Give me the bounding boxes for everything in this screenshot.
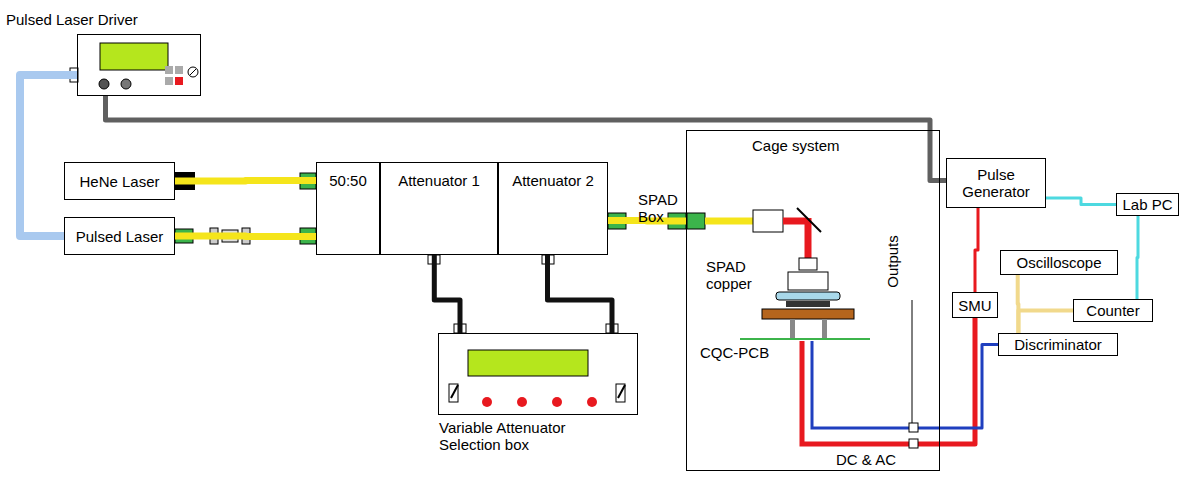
cable-connector <box>175 233 316 240</box>
laser-driver-panel <box>165 77 173 85</box>
signal-label: DC & AC <box>836 451 896 468</box>
node-label: Discriminator <box>1014 336 1102 353</box>
laser-driver: Pulsed Laser Driver <box>77 34 201 96</box>
selection-box-panel <box>482 397 492 407</box>
laser-box: Pulsed Laser <box>64 217 175 255</box>
discriminator-box: Discriminator <box>998 333 1118 356</box>
part-label: SPAD copper <box>706 258 760 292</box>
laser-driver-panel <box>100 43 168 70</box>
cage-system-optics <box>705 208 940 448</box>
splitter-box: 50:50 <box>316 162 380 255</box>
selection-box-panel <box>618 385 625 398</box>
laser-driver-panel <box>70 43 198 89</box>
cable-connector <box>434 255 460 333</box>
part-label: Cage system <box>752 137 840 154</box>
node-label: Attenuator 1 <box>398 172 480 189</box>
cable-connector <box>1137 216 1138 299</box>
cage-system-optics <box>790 319 795 339</box>
laser-driver-panel <box>190 69 196 75</box>
laser-driver-panel <box>121 79 131 89</box>
selection-box-panel <box>451 385 458 398</box>
node-label: Pulsed Laser <box>76 228 164 245</box>
attenuator-box: Attenuator 1 <box>380 162 498 255</box>
selection-box-panel <box>517 397 527 407</box>
cage-system-optics <box>909 439 918 448</box>
selection-box-panel <box>468 350 588 376</box>
cable-connector <box>1046 198 1116 205</box>
selection-box-panel <box>552 397 562 407</box>
cage-system-optics <box>805 218 812 258</box>
cage-system-optics <box>802 341 940 444</box>
laser-driver-panel <box>175 77 183 85</box>
cable-connector <box>1018 311 1073 334</box>
cage-system-optics <box>753 210 783 232</box>
cage-system-optics <box>912 300 913 423</box>
smu-box: SMU <box>952 292 998 318</box>
cable-connector <box>548 255 613 333</box>
cable-connector <box>175 177 316 184</box>
computer-box: Lab PC <box>1116 193 1179 216</box>
node-heading: Variable Attenuator Selection box <box>439 419 609 453</box>
cage-system-optics <box>705 218 753 225</box>
port-label: Outputs <box>884 235 901 288</box>
laser-driver-panel <box>175 66 183 74</box>
spad-box: SPAD Box <box>686 130 940 471</box>
cable-connector <box>940 318 975 444</box>
cable-connector <box>20 75 77 236</box>
node-label: Attenuator 2 <box>512 172 594 189</box>
attenuator-selection-box: Variable Attenuator Selection box <box>438 333 638 415</box>
node-heading: Pulsed Laser Driver <box>6 11 138 28</box>
fiber-connectors <box>687 213 705 229</box>
node-label: Pulse Generator <box>947 166 1045 200</box>
cage-system-optics <box>788 272 828 290</box>
cage-system-optics <box>799 258 817 270</box>
cage-system-optics <box>786 301 830 307</box>
cage-system-optics <box>797 208 821 232</box>
laser-box: HeNe Laser <box>64 162 175 200</box>
pulse-generator: Pulse Generator <box>946 158 1046 208</box>
selection-box-panel <box>449 350 625 407</box>
selection-box-panel <box>616 384 625 402</box>
oscilloscope-box: Oscilloscope <box>1000 250 1118 275</box>
node-label: SMU <box>958 297 991 314</box>
cable-connector <box>975 208 978 292</box>
cage-system-optics <box>740 338 870 340</box>
cable-connector <box>940 345 998 429</box>
laser-driver-panel <box>165 66 173 74</box>
node-label: 50:50 <box>329 172 367 189</box>
attenuator-box: Attenuator 2 <box>498 162 608 255</box>
part-label: CQC-PCB <box>700 344 769 361</box>
cage-system-optics <box>822 319 827 339</box>
node-label: Oscilloscope <box>1016 254 1101 271</box>
node-label: Counter <box>1086 302 1139 319</box>
cage-system-optics <box>776 292 840 300</box>
cage-system-optics <box>812 341 940 428</box>
cage-system-optics <box>909 423 918 432</box>
counter-box: Counter <box>1073 299 1153 322</box>
laser-driver-panel <box>188 67 198 77</box>
node-label: Lab PC <box>1122 196 1172 213</box>
node-label: HeNe Laser <box>79 173 159 190</box>
node-heading: SPAD Box <box>638 191 684 225</box>
selection-box-panel <box>449 384 458 402</box>
cage-system-optics <box>783 218 808 225</box>
cage-system-optics <box>762 309 854 319</box>
selection-box-panel <box>587 397 597 407</box>
laser-driver-panel <box>99 79 109 89</box>
